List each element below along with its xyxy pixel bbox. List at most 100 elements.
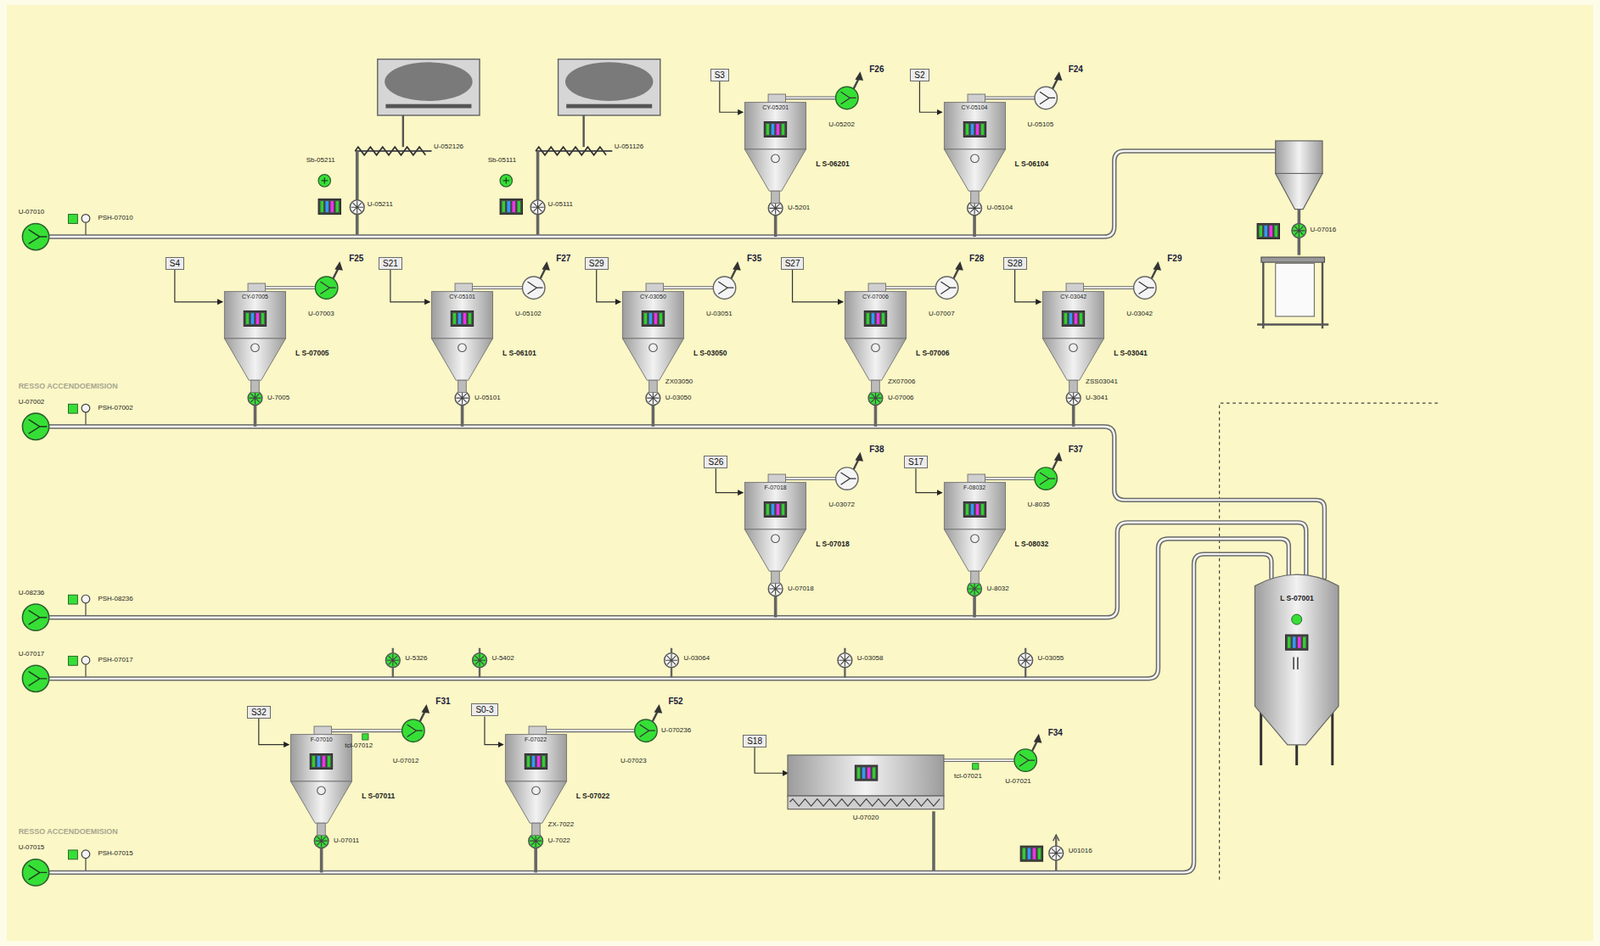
cyclone-header	[967, 94, 985, 103]
equipment-tag: U-07003	[308, 309, 335, 318]
pipe-bore	[50, 538, 1289, 680]
pipe-bore	[50, 554, 1272, 873]
cyclone-outline	[842, 283, 909, 394]
fan-mark	[718, 281, 734, 294]
signal-line	[792, 269, 843, 303]
equipment-tag: U-07011	[333, 836, 360, 845]
panel-bar	[881, 313, 886, 325]
watermark-note: RESSO ACCENDOEMISION	[18, 381, 118, 391]
panel-bar	[867, 767, 871, 779]
panel-bar	[336, 201, 340, 213]
panel-bar	[965, 123, 969, 135]
blower-symbol	[22, 223, 49, 250]
pipe-bore	[785, 97, 837, 100]
instrument-panel	[1020, 846, 1043, 862]
panel-bar	[261, 313, 265, 325]
switch-box	[68, 404, 79, 414]
rotary-valve	[528, 834, 544, 849]
equipment-tag: CY-05201	[742, 104, 809, 111]
blower-mark	[28, 610, 48, 625]
panel-bar	[327, 756, 332, 768]
equipment-tag: U-070236	[661, 726, 691, 735]
cyclone-outline	[942, 474, 1008, 585]
equipment-tag: F-07018	[742, 484, 809, 491]
fan-outlet-tag: F52	[668, 696, 683, 707]
fan-outlet-tag: F34	[1048, 728, 1063, 738]
equipment-tag: U-8035	[1027, 500, 1050, 509]
equipment-tag: U-05105	[1027, 120, 1055, 129]
panel-bar	[1074, 313, 1078, 325]
equipment-tag: PSH-07010	[97, 213, 133, 222]
panel-bar	[1069, 313, 1073, 325]
equipment-tag: U-7022	[548, 836, 571, 845]
equipment-tag: PSH-07017	[97, 656, 133, 664]
screw-flight	[354, 146, 426, 156]
equipment-tag: U-03042	[1126, 309, 1153, 318]
equipment-tag: U-5402	[491, 654, 514, 663]
level-tag: L S-08032	[1015, 539, 1050, 549]
outlet-arrow	[1152, 261, 1162, 271]
valve-rotor	[1292, 224, 1305, 237]
cyclone-separator: CY-05201L S-06201	[742, 94, 809, 205]
pipe-bore	[50, 151, 1276, 237]
panel-bar	[1258, 225, 1263, 237]
level-probe	[771, 154, 781, 163]
level-tag: L S-06201	[815, 159, 850, 169]
panel-bar	[312, 756, 316, 768]
instrument-panel	[243, 311, 266, 327]
cyclone-cone	[505, 781, 567, 824]
hopper-cone	[1275, 173, 1323, 209]
rotary-valve	[1018, 653, 1033, 669]
signal-box: S29	[584, 257, 609, 270]
fan-symbol	[1014, 749, 1037, 772]
cyclone-outline	[222, 283, 288, 394]
signal-line	[754, 747, 788, 775]
bunker-material	[384, 61, 472, 102]
cyclone-header	[454, 283, 472, 292]
level-probe	[871, 343, 881, 353]
instrument-panel	[963, 121, 986, 137]
signal-line	[174, 269, 223, 303]
pipe-wall	[265, 286, 316, 290]
signal-box: S32	[247, 706, 271, 719]
signal-box: S2	[909, 68, 929, 82]
cyclone-separator: CY-07006L S-07006	[842, 283, 909, 394]
panel-bar	[320, 201, 324, 213]
equipment-tag: PSH-08236	[97, 595, 133, 603]
fan-outlet-tag: F27	[555, 253, 571, 264]
panel-bar	[1274, 225, 1279, 237]
panel-bar	[970, 123, 974, 135]
signal-tag: S32	[251, 707, 267, 718]
pipe-bore	[984, 97, 1035, 100]
blower-mark	[28, 671, 48, 686]
pipe-wall	[984, 96, 1035, 101]
rotary-valve	[1049, 846, 1064, 861]
cyclone-header	[967, 474, 985, 483]
equipment-tag: L S-07001	[1252, 594, 1341, 603]
panel-bar	[771, 123, 775, 135]
valve-rotor	[248, 392, 261, 405]
pressure-switch	[81, 656, 90, 665]
equipment-tag: U-05111	[548, 200, 574, 208]
screw-trough	[787, 796, 944, 810]
panel-bar	[317, 756, 321, 768]
pressure-switch	[81, 404, 90, 413]
cyclone-separator: F-07018L S-07018	[742, 474, 809, 585]
signal-box: S26	[703, 455, 728, 469]
valve-rotor	[838, 654, 851, 667]
panel-bar	[1064, 313, 1068, 325]
fan-symbol	[935, 276, 958, 299]
valve-rotor	[531, 201, 544, 214]
valve-rotor	[1019, 654, 1032, 667]
pressure-switch	[81, 214, 90, 224]
signal-line	[1015, 269, 1042, 303]
area-boundary	[1219, 403, 1442, 881]
equipment-tag: U-3041	[1085, 393, 1108, 402]
equipment-tag: U-05104	[986, 203, 1013, 212]
pipe-wall	[50, 554, 1272, 873]
cyclone-separator: F-07022L S-07022	[503, 726, 569, 837]
instrument-panel	[318, 199, 341, 215]
valve-rotor	[869, 392, 882, 405]
valve-rotor	[387, 654, 399, 667]
cyclone-cone	[622, 338, 684, 381]
